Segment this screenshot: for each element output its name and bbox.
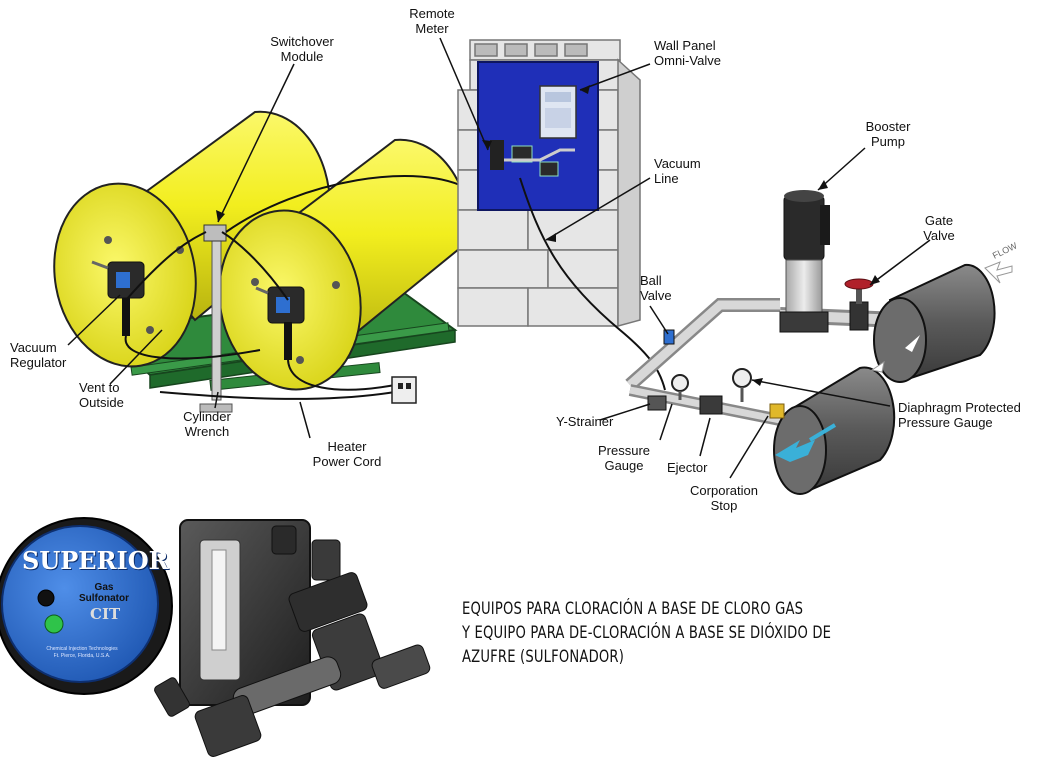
label-pressure-gauge: Pressure Gauge [594,443,654,473]
device-maker-line-2: Ft. Pierce, Florida, U.S.A. [53,653,111,659]
label-remote-meter-l1: Remote [409,6,455,21]
label-vacuum-regulator-l1: Vacuum [10,340,57,355]
device-product: Gas Sulfonator [64,582,144,604]
label-vent-to-outside: Vent to Outside [79,380,149,410]
label-heater-l1: Heater [327,439,367,454]
label-corporation-l1: Corporation [690,483,758,498]
label-vacuum-line-l1: Vacuum [654,156,701,171]
device-maker: Chemical Injection Technologies Ft. Pier… [30,646,134,660]
heater-power-cord [159,376,417,404]
label-diaphragm-l1: Diaphragm Protected [898,400,1021,415]
label-switchover-l1: Switchover [270,34,334,49]
device-logo: CIT [90,605,121,623]
label-booster-l2: Pump [871,134,905,149]
ejector-assembly [647,368,785,419]
caption-line-3: AZUFRE (SULFONADOR) [462,647,625,667]
label-wall-panel-l1: Wall Panel [654,38,716,53]
pressure-gauge-dial [671,374,689,392]
wall-panel [477,61,599,211]
device-maker-line-1: Chemical Injection Technologies [46,646,118,652]
label-gate-valve-l1: Gate [924,213,954,228]
label-wrench-l1: Cylinder [183,409,231,424]
label-vent-l1: Vent to [79,380,120,395]
process-pipe-lower [773,366,896,495]
label-remote-meter-l2: Meter [415,21,449,36]
label-gate-valve: Gate Valve [914,213,964,243]
label-vacuum-regulator: Vacuum Regulator [10,340,90,370]
leader-lines [67,37,931,479]
flow-arrows [775,261,1013,462]
label-ball-valve-l2: Valve [640,288,672,303]
label-wall-panel-l2: Omni-Valve [654,53,721,68]
label-remote-meter: Remote Meter [402,6,462,36]
label-booster-pump: Booster Pump [858,119,918,149]
booster-pump [779,190,830,333]
label-pressure-l2: Gauge [604,458,644,473]
label-vacuum-line-l2: Line [654,171,679,186]
label-pressure-l1: Pressure [597,443,651,458]
label-switchover-module: Switchover Module [262,34,342,64]
gas-sulfonator-device [0,517,431,757]
label-heater-l2: Power Cord [312,454,382,469]
label-wrench-l2: Wrench [184,424,230,439]
label-ball-valve-l1: Ball [640,273,662,288]
label-ejector: Ejector [667,460,708,475]
vacuum-regulator-right [255,286,305,360]
label-cylinder-wrench: Cylinder Wrench [172,409,242,439]
label-ball-valve: Ball Valve [640,273,690,303]
caption-line-2: Y EQUIPO PARA DE-CLORACIÓN A BASE SE DIÓ… [462,623,832,643]
process-pipe-upper [873,263,996,383]
diaphragm-gauge-dial [732,368,752,388]
label-vacuum-line: Vacuum Line [654,156,714,186]
device-product-line-2: Sulfonator [79,593,129,604]
leader-arrowheads [216,85,880,386]
label-vacuum-regulator-l2: Regulator [10,355,67,370]
caption-line-1: EQUIPOS PARA CLORACIÓN A BASE DE CLORO G… [462,599,804,619]
device-product-line-1: Gas [94,582,114,593]
label-y-strainer: Y-Strainer [556,414,614,429]
label-vent-l2: Outside [79,395,124,410]
label-diaphragm-l2: Pressure Gauge [898,415,993,430]
label-corporation-stop: Corporation Stop [684,483,764,513]
label-switchover-l2: Module [280,49,324,64]
label-corporation-l2: Stop [710,498,738,513]
label-diaphragm-gauge: Diaphragm Protected Pressure Gauge [898,400,1038,430]
ball-valve-body [663,329,675,345]
caption-text: EQUIPOS PARA CLORACIÓN A BASE DE CLORO G… [462,597,866,669]
label-heater-power-cord: Heater Power Cord [302,439,392,469]
device-brand: SUPERIOR [22,546,169,575]
label-gate-valve-l2: Valve [923,228,955,243]
label-booster-l1: Booster [865,119,911,134]
label-wall-panel: Wall Panel Omni-Valve [654,38,744,68]
